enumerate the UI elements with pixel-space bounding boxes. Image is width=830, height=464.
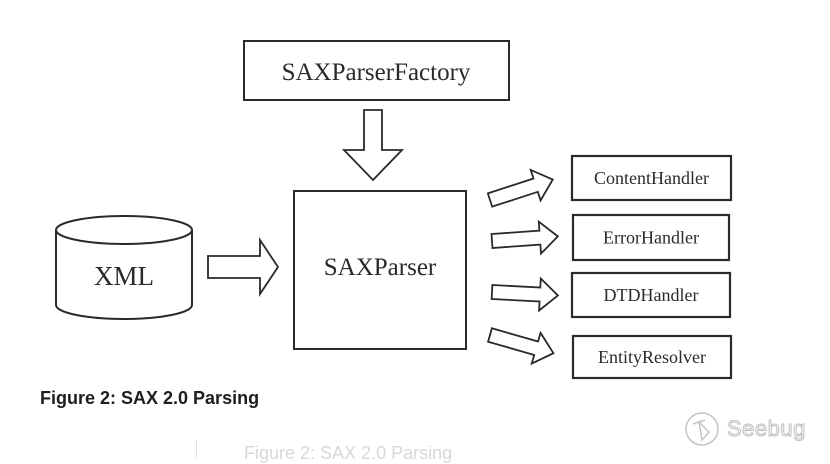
xml-to-parser-arrow xyxy=(207,237,280,297)
handler-label: ContentHandler xyxy=(594,168,709,188)
xml-source-node: XML xyxy=(55,215,193,320)
parser-to-handler-arrow xyxy=(490,276,560,313)
factory-box xyxy=(243,40,510,101)
cylinder-body xyxy=(55,230,193,320)
seebug-watermark: Seebug xyxy=(683,410,806,448)
parser-to-handler-arrow xyxy=(486,327,555,366)
handler-node: ErrorHandler xyxy=(571,213,731,262)
parser-node: SAXParser xyxy=(293,190,467,350)
parser-to-handler-arrow xyxy=(486,168,555,208)
handler-box xyxy=(571,334,733,380)
parser-to-handler-arrow xyxy=(490,219,560,256)
figure-caption: Figure 2: SAX 2.0 Parsing xyxy=(40,388,260,408)
handler-node: EntityResolver xyxy=(571,334,733,380)
factory-label: SAXParserFactory xyxy=(282,59,471,86)
cylinder-top xyxy=(55,215,193,245)
ghost-figure-caption: Figure 2: SAX 2.0 Parsing xyxy=(244,443,453,463)
factory-node: SAXParserFactory xyxy=(243,40,510,101)
parser-box xyxy=(293,190,467,350)
handler-label: EntityResolver xyxy=(598,347,706,367)
factory-to-parser-arrow xyxy=(341,109,405,182)
handler-box xyxy=(570,271,732,319)
handler-box xyxy=(571,213,731,262)
watermark-text: Seebug xyxy=(727,416,806,442)
seebug-logo-icon xyxy=(685,412,719,446)
handler-label: DTDHandler xyxy=(604,285,699,305)
handler-box xyxy=(570,154,733,202)
handler-node: ContentHandler xyxy=(570,154,733,202)
handler-node: DTDHandler xyxy=(570,271,732,319)
handler-label: ErrorHandler xyxy=(603,228,699,248)
divider xyxy=(196,440,197,458)
xml-label: XML xyxy=(94,261,154,291)
parser-label: SAXParser xyxy=(324,254,437,281)
